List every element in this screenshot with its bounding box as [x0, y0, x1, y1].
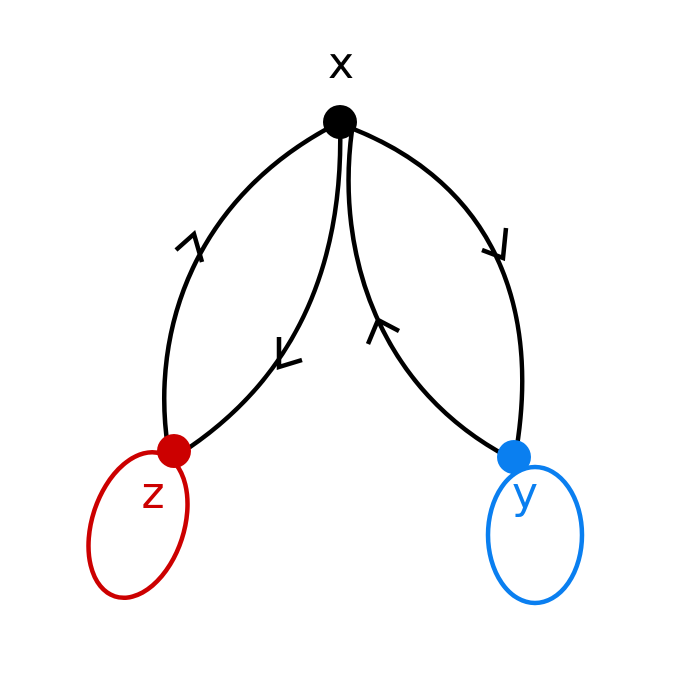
node-label-x: x	[328, 38, 354, 89]
arrowhead-y-to-x	[365, 316, 401, 345]
node-x	[323, 105, 357, 139]
node-z	[157, 434, 191, 468]
arrowhead-x-to-z	[276, 337, 303, 371]
node-label-y: y	[512, 468, 538, 519]
node-label-z: z	[141, 468, 164, 519]
arrowhead-x-to-y	[481, 227, 509, 262]
edge-z-to-x	[162, 119, 343, 451]
arrowhead-z-to-x	[174, 229, 205, 263]
self-loop-z	[86, 450, 190, 600]
edge-x-to-y	[340, 122, 525, 461]
edge-y-to-x	[346, 127, 513, 461]
edge-x-to-z	[175, 119, 343, 458]
self-loop-y	[485, 464, 585, 606]
node-y	[497, 440, 531, 474]
